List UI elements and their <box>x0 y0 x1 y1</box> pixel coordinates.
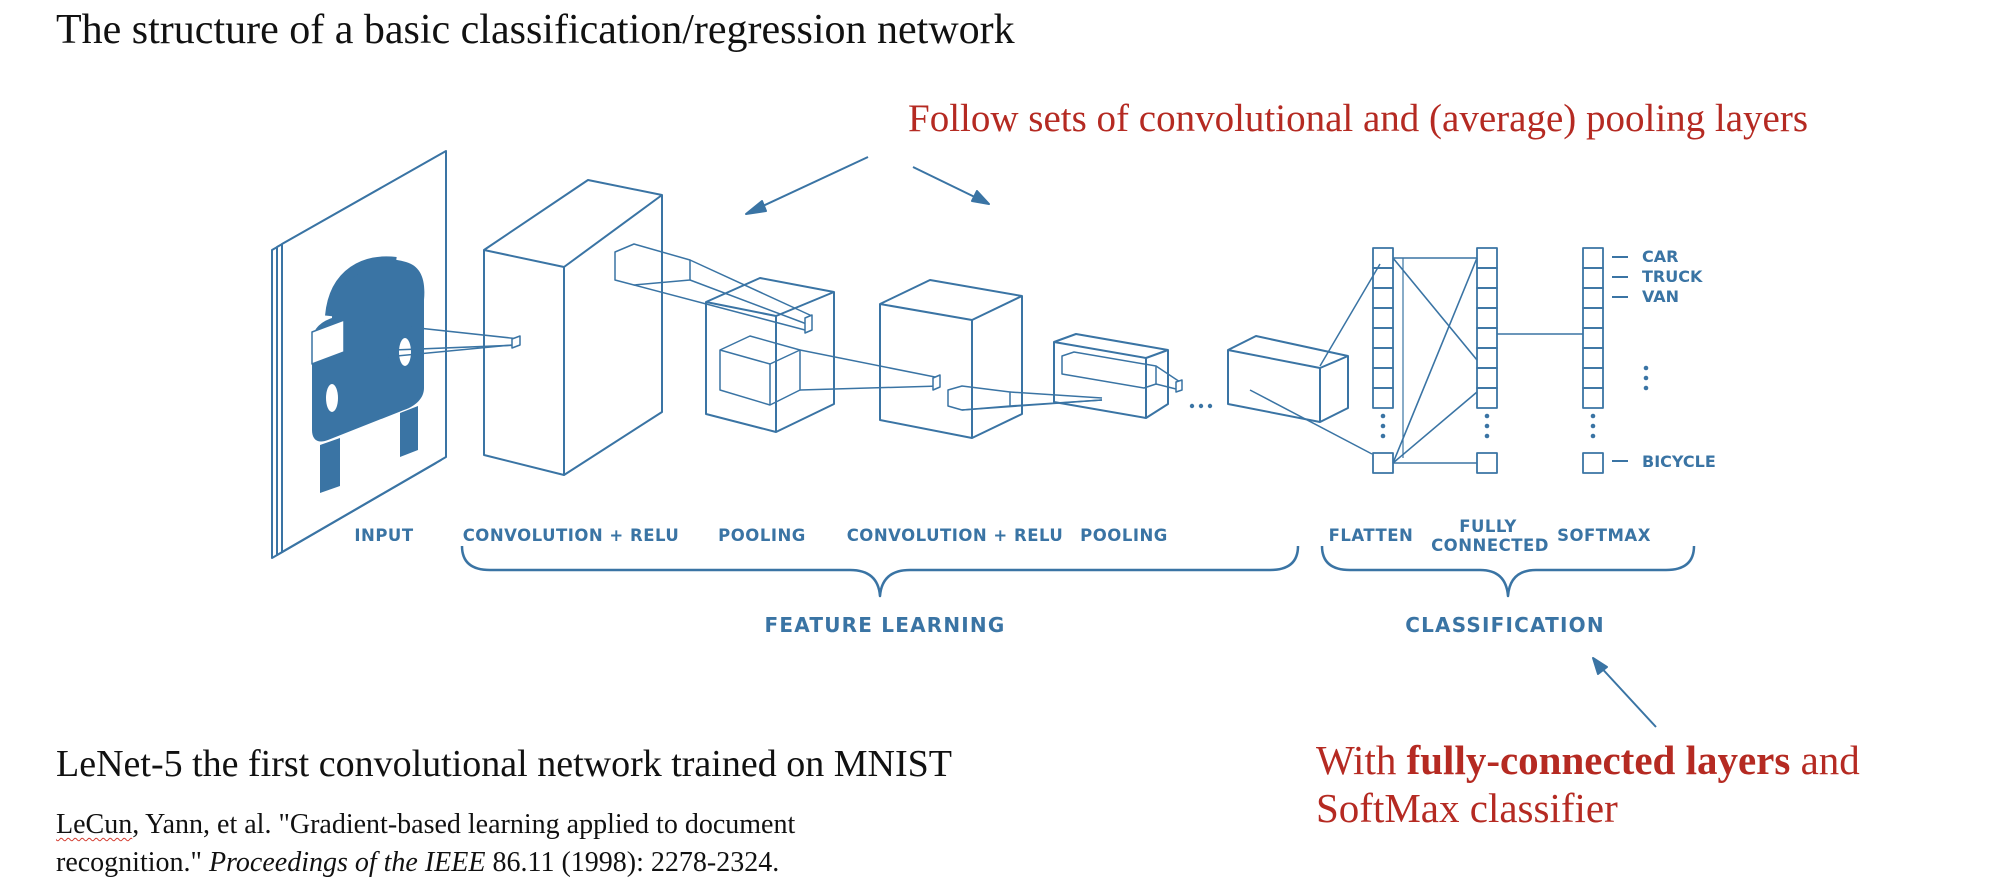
class-vertical-dots <box>1643 365 1649 391</box>
fc-vertical-dots <box>1484 413 1490 439</box>
citation-author: LeCun <box>56 809 133 840</box>
citation-line2-start: recognition." <box>56 847 209 878</box>
annotation-fc-suffix: and <box>1790 737 1860 783</box>
softmax-cell <box>1582 367 1604 389</box>
fc-cell <box>1476 307 1498 329</box>
conv2-receptive-field <box>947 385 1103 411</box>
softmax-cell <box>1582 347 1604 369</box>
label-fc-line1: FULLY <box>1459 517 1517 536</box>
fc-cell <box>1476 247 1498 269</box>
citation-journal: Proceedings of the IEEE <box>208 847 486 878</box>
fc-cell <box>1476 367 1498 389</box>
fc-column <box>1476 247 1498 409</box>
fc-cell <box>1476 347 1498 369</box>
label-softmax: SOFTMAX <box>1557 526 1651 545</box>
softmax-cell <box>1582 307 1604 329</box>
arrow-to-classification <box>1592 657 1657 728</box>
conv2-volume <box>879 279 1023 439</box>
flatten-column <box>1372 247 1394 409</box>
class-ticks <box>1612 256 1628 462</box>
label-flatten: FLATTEN <box>1329 526 1414 545</box>
citation-line1: , Yann, et al. "Gradient-based learning … <box>132 809 796 840</box>
annotation-conv-pooling: Follow sets of convolutional and (averag… <box>908 97 1809 140</box>
annotation-fc-line2: SoftMax classifier <box>1316 785 1618 831</box>
softmax-cell <box>1582 247 1604 269</box>
label-feature-learning: FEATURE LEARNING <box>765 613 1006 637</box>
softmax-cell <box>1582 267 1604 289</box>
softmax-cell <box>1582 387 1604 409</box>
flatten-cell <box>1372 307 1394 329</box>
flatten-cell <box>1372 287 1394 309</box>
pool2-volume <box>1053 333 1183 419</box>
softmax-column <box>1582 247 1604 409</box>
flatten-cell <box>1372 347 1394 369</box>
caption-lenet: LeNet-5 the first convolutional network … <box>56 743 952 785</box>
page-title: The structure of a basic classification/… <box>56 7 1015 53</box>
fc-cell <box>1476 327 1498 349</box>
annotation-fc-prefix: With <box>1316 737 1407 783</box>
pool1-receptive-field <box>719 335 941 406</box>
fc-last-cell <box>1476 452 1498 474</box>
annotation-fc-bold: fully-connected layers <box>1406 737 1791 783</box>
citation: LeCun, Yann, et al. "Gradient-based lear… <box>56 806 795 882</box>
flatten-last-cell <box>1372 452 1394 474</box>
softmax-vertical-dots <box>1590 413 1596 439</box>
class-label-car: CAR <box>1642 247 1678 266</box>
annotation-fc-softmax: With fully-connected layers and SoftMax … <box>1316 736 1860 832</box>
flatten-cell <box>1372 367 1394 389</box>
label-classification: CLASSIFICATION <box>1405 613 1605 637</box>
label-fc-line2: CONNECTED <box>1431 536 1549 555</box>
arrow-to-pooling-1 <box>745 156 869 215</box>
brace-feature-learning <box>460 545 1300 598</box>
conv1-receptive-field <box>614 243 813 334</box>
ellipsis-dots <box>1189 403 1213 409</box>
final-feature-volume <box>1227 263 1381 455</box>
flatten-cell <box>1372 327 1394 349</box>
softmax-cell <box>1582 287 1604 309</box>
citation-line2-end: 86.11 (1998): 2278-2324. <box>485 847 780 878</box>
label-pool1: POOLING <box>718 526 806 545</box>
fc-connections <box>1392 257 1478 464</box>
flatten-cell <box>1372 247 1394 269</box>
softmax-cell <box>1582 327 1604 349</box>
softmax-last-cell <box>1582 452 1604 474</box>
label-input: INPUT <box>354 526 413 545</box>
fc-cell <box>1476 267 1498 289</box>
flatten-vertical-dots <box>1380 413 1386 439</box>
label-conv1: CONVOLUTION + RELU <box>463 526 680 545</box>
flatten-cell <box>1372 387 1394 409</box>
fc-cell <box>1476 387 1498 409</box>
input-receptive-field <box>311 319 521 365</box>
label-pool2: POOLING <box>1080 526 1168 545</box>
arrow-to-conv-2 <box>912 166 990 205</box>
label-conv2: CONVOLUTION + RELU <box>847 526 1064 545</box>
class-label-van: VAN <box>1642 287 1679 306</box>
fc-cell <box>1476 287 1498 309</box>
class-label-bicycle: BICYCLE <box>1642 452 1716 471</box>
pool1-volume <box>705 277 835 433</box>
conv1-volume <box>483 179 663 476</box>
class-label-truck: TRUCK <box>1642 267 1703 286</box>
brace-classification <box>1320 545 1696 598</box>
